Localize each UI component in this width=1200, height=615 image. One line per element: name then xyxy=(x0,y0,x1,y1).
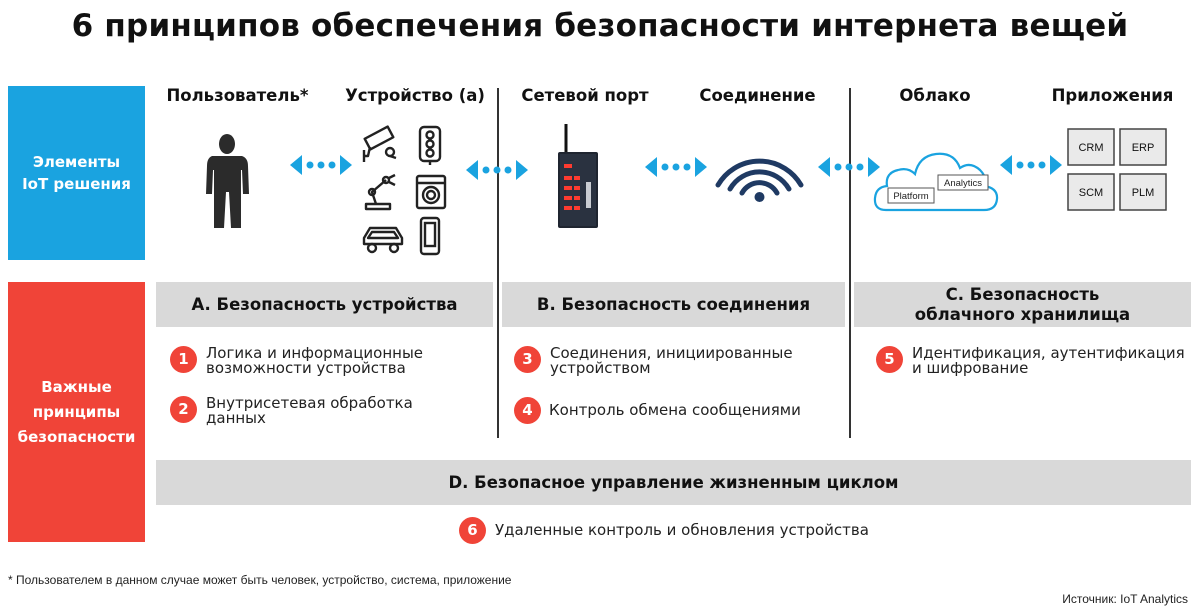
principle-item-5: 5 Идентификация, аутентификация и шифров… xyxy=(876,346,1185,376)
footnote: * Пользователем в данном случае может бы… xyxy=(8,573,512,587)
principle-number: 6 xyxy=(459,517,486,544)
column-gateway: Сетевой порт xyxy=(521,86,649,105)
robot-arm-icon xyxy=(364,173,396,211)
section-d-header: D. Безопасное управление жизненным цикло… xyxy=(156,460,1191,505)
principle-text: Внутрисетевая обработка данных xyxy=(206,394,413,427)
principle-number: 2 xyxy=(170,396,197,423)
principle-item-3: 3 Соединения, инициированные устройством xyxy=(514,346,793,376)
principle-item-2: 2 Внутрисетевая обработка данных xyxy=(170,396,413,426)
separator-line xyxy=(497,88,499,438)
row-label-elements-text: Элементы IoT решения xyxy=(22,153,131,193)
car-icon xyxy=(362,226,404,254)
column-connection: Соединение xyxy=(699,86,816,105)
bidirectional-arrow-icon xyxy=(818,157,880,177)
traffic-light-icon xyxy=(418,125,442,165)
principle-text: Соединения, инициированные устройством xyxy=(550,344,793,377)
app-crm: CRM xyxy=(1078,142,1103,154)
bidirectional-arrow-icon xyxy=(1000,155,1062,175)
column-cloud: Облако xyxy=(899,86,971,105)
cloud-icon: Platform Analytics xyxy=(873,152,999,212)
separator-line xyxy=(849,88,851,438)
wifi-icon xyxy=(715,158,804,202)
section-b-title: B. Безопасность соединения xyxy=(536,294,811,314)
source-note: Источник: IoT Analytics xyxy=(1062,592,1188,606)
app-plm: PLM xyxy=(1132,187,1155,199)
camera-icon xyxy=(362,125,397,162)
column-user: Пользователь* xyxy=(166,86,309,105)
washing-machine-icon xyxy=(415,174,447,210)
principle-text: Идентификация, аутентификация и шифрован… xyxy=(912,344,1185,377)
principle-item-6: 6 Удаленные контроль и обновления устрой… xyxy=(459,517,869,544)
row-label-elements: Элементы IoT решения xyxy=(8,86,145,260)
section-a-title: A. Безопасность устройства xyxy=(191,294,458,314)
bidirectional-arrow-icon xyxy=(466,160,528,180)
section-c-title: C. Безопасность облачного хранилища xyxy=(914,284,1131,324)
principle-text: Логика и информационные возможности устр… xyxy=(206,344,424,377)
principle-item-1: 1 Логика и информационные возможности ус… xyxy=(170,346,423,376)
principle-item-4: 4 Контроль обмена сообщениями xyxy=(514,397,801,424)
principle-number: 1 xyxy=(170,346,197,373)
principle-text: Удаленные контроль и обновления устройст… xyxy=(495,521,869,539)
row-label-principles-text: Важные принципы безопасности xyxy=(17,377,136,446)
app-erp: ERP xyxy=(1132,142,1155,154)
page-title: 6 принципов обеспечения безопасности инт… xyxy=(71,8,1129,44)
gateway-icon xyxy=(558,124,598,228)
person-icon xyxy=(206,134,249,228)
app-scm: SCM xyxy=(1079,187,1103,199)
section-d-title: D. Безопасное управление жизненным цикло… xyxy=(448,472,899,492)
column-devices: Устройство (а) xyxy=(345,86,485,105)
apps-grid: CRM ERP SCM PLM xyxy=(1067,128,1167,211)
section-b-header: B. Безопасность соединения xyxy=(502,282,845,327)
section-c-header: C. Безопасность облачного хранилища xyxy=(854,282,1191,327)
principle-number: 3 xyxy=(514,346,541,373)
cloud-analytics-label: Analytics xyxy=(944,178,982,189)
bidirectional-arrow-icon xyxy=(290,155,352,175)
principle-number: 5 xyxy=(876,346,903,373)
phone-icon xyxy=(419,216,441,256)
principle-number: 4 xyxy=(514,397,541,424)
cloud-platform-label: Platform xyxy=(893,191,928,202)
row-label-principles: Важные принципы безопасности xyxy=(8,282,145,542)
principle-text: Контроль обмена сообщениями xyxy=(549,401,801,419)
column-apps: Приложения xyxy=(1051,86,1174,105)
section-a-header: A. Безопасность устройства xyxy=(156,282,493,327)
bidirectional-arrow-icon xyxy=(645,157,707,177)
